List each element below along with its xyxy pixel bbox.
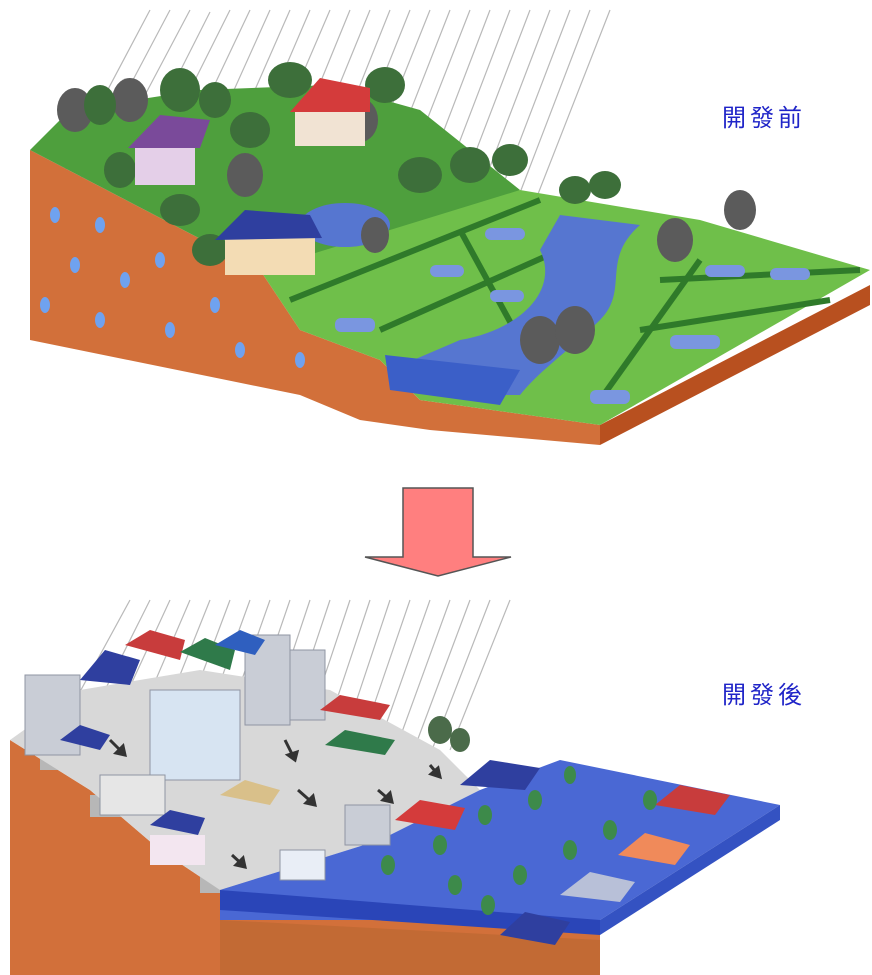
river-front — [385, 355, 520, 405]
paddy-ponds — [335, 228, 810, 404]
after-development-label: 開發後 — [722, 681, 806, 709]
buildings-after — [24, 634, 391, 881]
submerged-houses — [395, 760, 730, 945]
soil-edge — [600, 285, 870, 445]
after-development-illustration — [10, 599, 780, 975]
soil-cross-section — [30, 150, 600, 445]
flood-water-side — [600, 805, 780, 935]
field-dividers — [288, 197, 861, 402]
runoff-arrows — [108, 738, 443, 869]
houses-before — [128, 78, 370, 275]
before-development-illustration — [30, 9, 870, 445]
apartment-right2 — [289, 649, 326, 721]
before-development-label: 開發前 — [722, 104, 806, 132]
house-blue — [215, 210, 322, 275]
house-purple — [128, 115, 210, 185]
slope-trees-after — [428, 716, 470, 752]
river — [390, 215, 640, 395]
groundwater-drops — [40, 207, 305, 368]
submerged-trees — [381, 766, 657, 915]
house-red — [290, 78, 370, 146]
apartment-center — [149, 689, 241, 781]
bedrock-band — [220, 920, 600, 975]
houses-after — [60, 630, 395, 865]
down-arrow — [364, 487, 512, 577]
apartment-left — [24, 674, 81, 756]
flat-building — [279, 849, 326, 881]
flood-water-front — [220, 890, 600, 935]
trees-before — [57, 62, 756, 364]
office-block — [344, 804, 391, 846]
low-building — [99, 774, 166, 816]
arrow-shape — [364, 487, 512, 577]
flood-water — [220, 760, 780, 920]
